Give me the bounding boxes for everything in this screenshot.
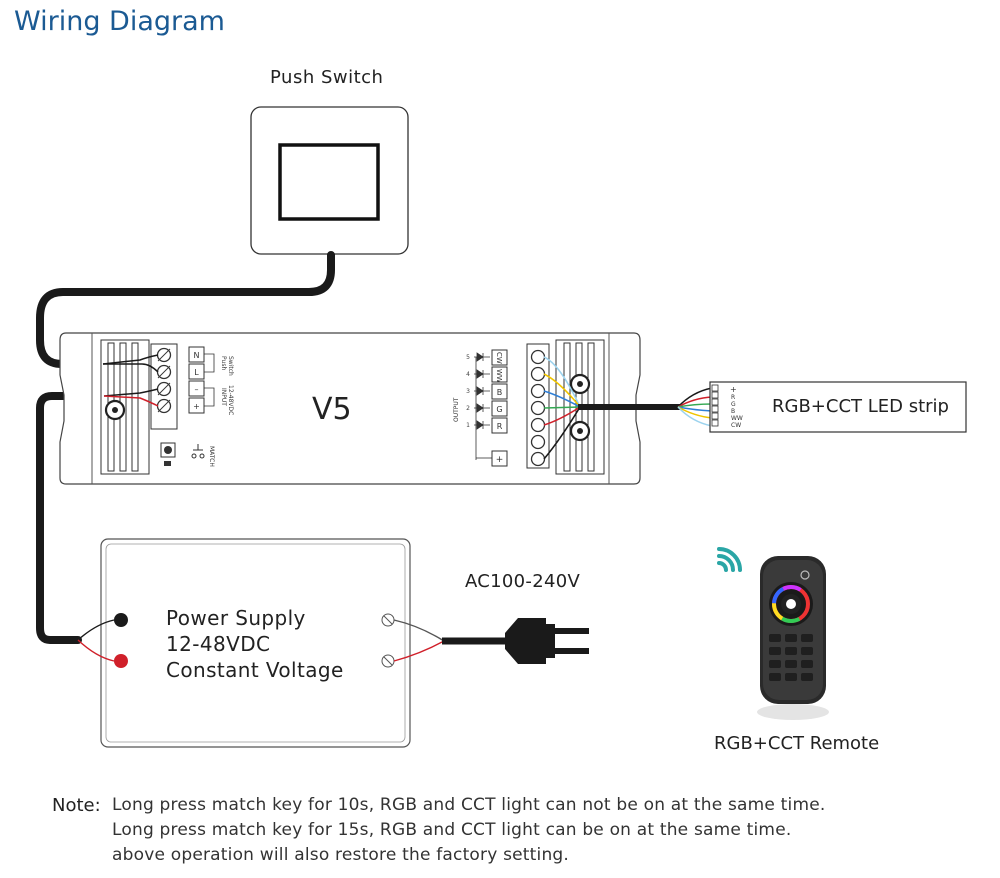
output-number-1: 1 — [466, 422, 470, 429]
input-voltage-text: 12-48VDC — [227, 385, 234, 415]
output-terminal-g: G — [496, 405, 502, 414]
note-line-3: above operation will also restore the fa… — [112, 845, 570, 865]
output-label: OUTPUT — [453, 397, 460, 422]
input-push-text: Push — [220, 356, 227, 370]
note-line-2: Long press match key for 15s, RGB and CC… — [112, 820, 792, 840]
input-terminal-n: N — [194, 351, 200, 360]
psu-dc-wires — [77, 619, 115, 662]
ac-input-label: AC100-240V — [465, 571, 581, 592]
strip-pin-r: R — [731, 394, 735, 401]
led-strip-label: RGB+CCT LED strip — [772, 396, 949, 417]
match-label: MATCH — [208, 446, 215, 467]
psu-ac-wires — [393, 619, 445, 662]
strip-pin-g: G — [731, 401, 736, 408]
switch-cable — [36, 251, 335, 368]
power-supply-line2: 12-48VDC — [166, 632, 271, 656]
output-number-5: 5 — [466, 354, 470, 361]
output-number-3: 3 — [466, 388, 470, 395]
push-switch-label: Push Switch — [270, 67, 384, 88]
strip-pin-plus: + — [730, 385, 737, 394]
note-heading: Note: — [52, 795, 101, 816]
controller-model-label: V5 — [312, 392, 352, 427]
input-switch-text: Switch — [227, 356, 234, 376]
power-cable — [36, 392, 108, 644]
power-supply-line3: Constant Voltage — [166, 658, 344, 682]
strip-pin-ww: WW — [731, 415, 743, 422]
output-terminal-r: R — [497, 422, 503, 431]
power-supply-line1: Power Supply — [166, 606, 306, 630]
led-strip: + R G B WW CW — [709, 381, 967, 433]
output-terminal-cw: CW — [495, 352, 503, 364]
note-line-1: Long press match key for 10s, RGB and CC… — [112, 795, 826, 815]
input-terminal-l: L — [194, 368, 199, 377]
input-terminal-pos: + — [193, 402, 200, 411]
power-supply — [100, 538, 411, 748]
output-terminal-ww: WW — [495, 369, 503, 383]
input-wires — [102, 354, 159, 407]
input-label-text: INPUT — [220, 388, 227, 406]
output-wires — [543, 356, 581, 460]
output-number-2: 2 — [466, 405, 470, 412]
strip-pin-cw: CW — [731, 422, 741, 429]
strip-wires — [677, 387, 713, 427]
push-switch — [250, 106, 409, 255]
remote-control — [757, 556, 829, 720]
remote-label: RGB+CCT Remote — [714, 733, 880, 754]
page-title: Wiring Diagram — [14, 6, 225, 37]
output-terminal-b: B — [497, 388, 503, 397]
strip-pin-b: B — [731, 408, 735, 415]
output-number-4: 4 — [466, 371, 470, 378]
output-terminal-plus: + — [496, 455, 504, 465]
wifi-signal-icon — [717, 547, 742, 572]
input-terminal-neg: – — [195, 385, 199, 394]
ac-plug-icon — [442, 618, 589, 664]
